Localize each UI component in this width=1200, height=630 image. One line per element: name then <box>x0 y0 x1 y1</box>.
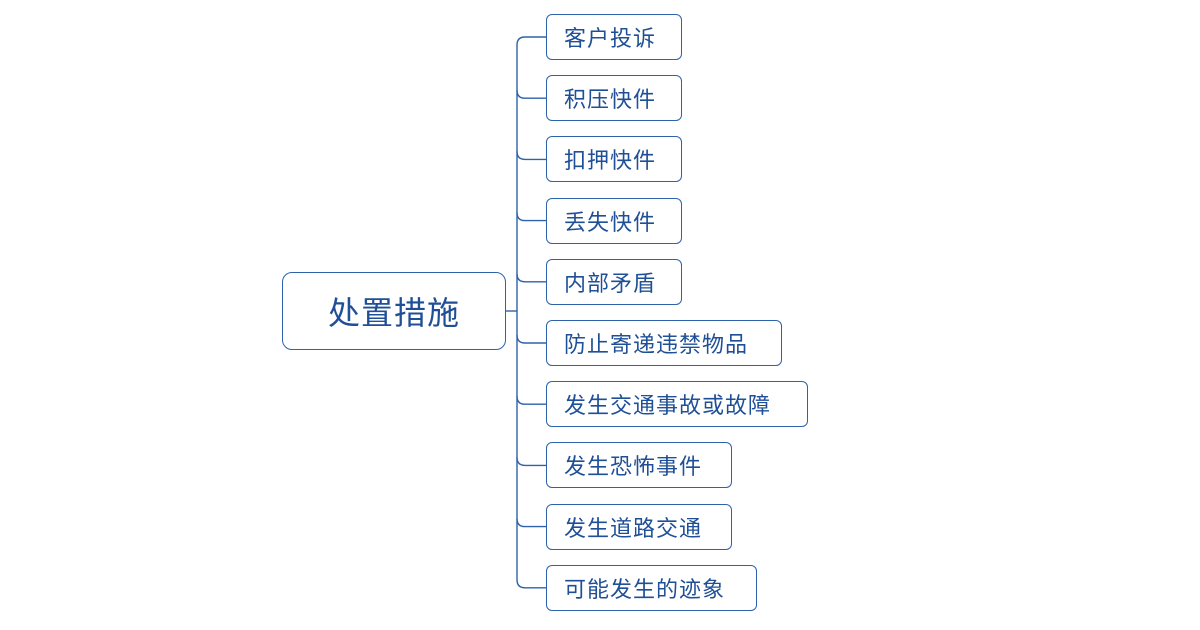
branch-line-8 <box>516 518 546 528</box>
child-node-label: 内部矛盾 <box>564 271 657 297</box>
child-node-backlog-parcels[interactable]: 积压快件 <box>546 75 682 122</box>
branch-line-7 <box>516 457 546 467</box>
child-node-label: 丢失快件 <box>564 210 657 236</box>
branch-line-3 <box>516 212 546 222</box>
child-node-label: 防止寄递违禁物品 <box>564 333 749 358</box>
child-node-label: 发生交通事故或故障 <box>564 394 772 420</box>
child-node-possible-signs[interactable]: 可能发生的迹象 <box>546 564 757 611</box>
root-node[interactable]: 处置措施 <box>282 272 506 350</box>
child-node-traffic-accident[interactable]: 发生交通事故或故障 <box>546 381 808 428</box>
child-node-terror-event[interactable]: 发生恐怖事件 <box>546 442 732 489</box>
child-node-detained-parcels[interactable]: 扣押快件 <box>546 136 682 183</box>
branch-line-1 <box>516 90 546 99</box>
child-node-label: 发生道路交通 <box>564 516 703 542</box>
root-node-label: 处置措施 <box>327 294 460 332</box>
child-node-road-traffic[interactable]: 发生道路交通 <box>546 503 732 550</box>
trunk-line <box>516 36 526 589</box>
branch-line-5 <box>516 334 546 344</box>
branch-line-4 <box>516 273 546 283</box>
child-node-label: 发生恐怖事件 <box>564 455 703 481</box>
child-node-lost-parcels[interactable]: 丢失快件 <box>546 197 682 244</box>
child-node-label: 扣押快件 <box>564 149 657 175</box>
child-node-label: 可能发生的迹象 <box>564 577 726 603</box>
branch-line-6 <box>516 396 546 405</box>
child-node-customer-complaint[interactable]: 客户投诉 <box>546 14 682 60</box>
child-node-label: 客户投诉 <box>564 27 657 52</box>
child-node-internal-conflict[interactable]: 内部矛盾 <box>546 258 682 305</box>
child-node-label: 积压快件 <box>564 88 657 114</box>
branch-line-2 <box>516 151 546 161</box>
child-node-prohibited-items[interactable]: 防止寄递违禁物品 <box>546 320 782 366</box>
